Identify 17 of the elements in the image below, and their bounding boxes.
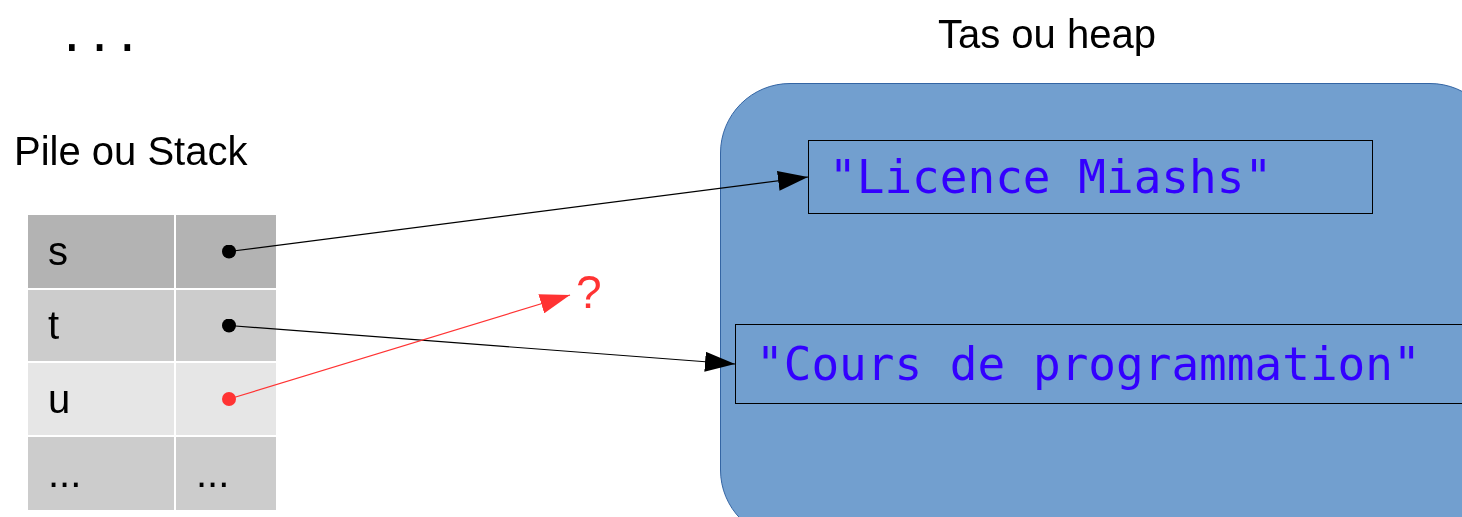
pointer-arrow <box>222 318 736 372</box>
stack-cell <box>176 290 276 361</box>
string-box: "Cours de programmation" <box>735 324 1462 404</box>
stack-cell: ... <box>28 437 174 510</box>
string-box: "Licence Miashs" <box>808 140 1373 214</box>
stack-heading: Pile ou Stack <box>14 129 249 174</box>
stack-cell: s <box>28 215 174 288</box>
stack-cell: ... <box>176 437 276 510</box>
ellipsis-text: ... <box>58 8 142 62</box>
stack-cell: t <box>28 290 174 361</box>
question-mark: ? <box>576 262 620 322</box>
pointer-arrow <box>222 170 809 259</box>
stack-cell <box>176 215 276 288</box>
heap-heading: Tas ou heap <box>938 12 1157 57</box>
stack-cell: u <box>28 363 174 435</box>
pointer-arrow <box>222 294 571 406</box>
stack-cell <box>176 363 276 435</box>
